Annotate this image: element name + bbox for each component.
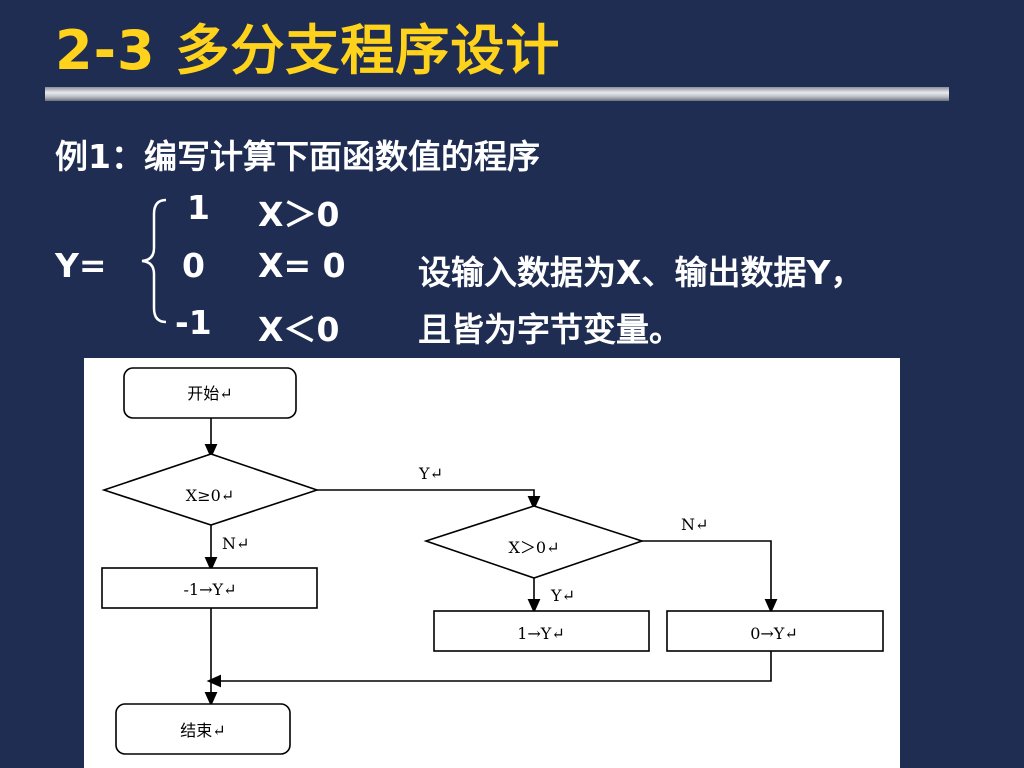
end-node bbox=[115, 703, 291, 755]
case-3-value: -1 bbox=[175, 303, 212, 342]
decision1-no-label: N↵ bbox=[222, 534, 249, 553]
decision2-yes-label: Y↵ bbox=[550, 586, 575, 605]
slide-title: 2-3 多分支程序设计 bbox=[55, 19, 561, 82]
process-pos-node bbox=[433, 610, 650, 652]
end-label: 结束↵ bbox=[180, 721, 225, 740]
decision1-node bbox=[101, 453, 320, 526]
arrow-yes-to-decision2 bbox=[317, 489, 541, 511]
example-line: 例1：编写计算下面函数值的程序 bbox=[55, 137, 540, 176]
decision1-yes-label: Y↵ bbox=[418, 464, 443, 483]
case-1-condition: X＞0 bbox=[258, 195, 340, 234]
piecewise-brace-icon bbox=[141, 198, 167, 324]
process-zero-label: 0→Y↵ bbox=[750, 624, 798, 643]
start-node bbox=[123, 367, 297, 419]
decision2-node bbox=[423, 505, 645, 579]
decision2-no-label: N↵ bbox=[681, 515, 708, 534]
process-pos-label: 1→Y↵ bbox=[517, 624, 565, 643]
arrow-no-to-zero bbox=[642, 540, 778, 614]
note-line-2: 且皆为字节变量。 bbox=[418, 310, 682, 349]
process-neg-node bbox=[101, 567, 318, 609]
note-line-1: 设输入数据为X、输出数据Y， bbox=[418, 253, 864, 292]
flowchart: 开始↵ X≥0↵ -1→Y↵ X＞0↵ 1→Y↵ 0→Y↵ 结束↵ Y↵ N↵ … bbox=[84, 358, 900, 768]
case-2-condition: X= 0 bbox=[258, 246, 346, 285]
function-y-label: Y= bbox=[55, 246, 107, 285]
case-1-value: 1 bbox=[187, 188, 210, 227]
arrow-zero-to-merge bbox=[206, 651, 772, 688]
case-2-value: 0 bbox=[182, 246, 205, 285]
decision2-label: X＞0↵ bbox=[509, 538, 560, 557]
title-divider bbox=[45, 87, 949, 101]
start-label: 开始↵ bbox=[187, 384, 232, 403]
case-3-condition: X＜0 bbox=[258, 310, 340, 349]
process-zero-node bbox=[666, 610, 884, 652]
decision1-label: X≥0↵ bbox=[186, 486, 234, 505]
process-neg-label: -1→Y↵ bbox=[184, 580, 237, 599]
